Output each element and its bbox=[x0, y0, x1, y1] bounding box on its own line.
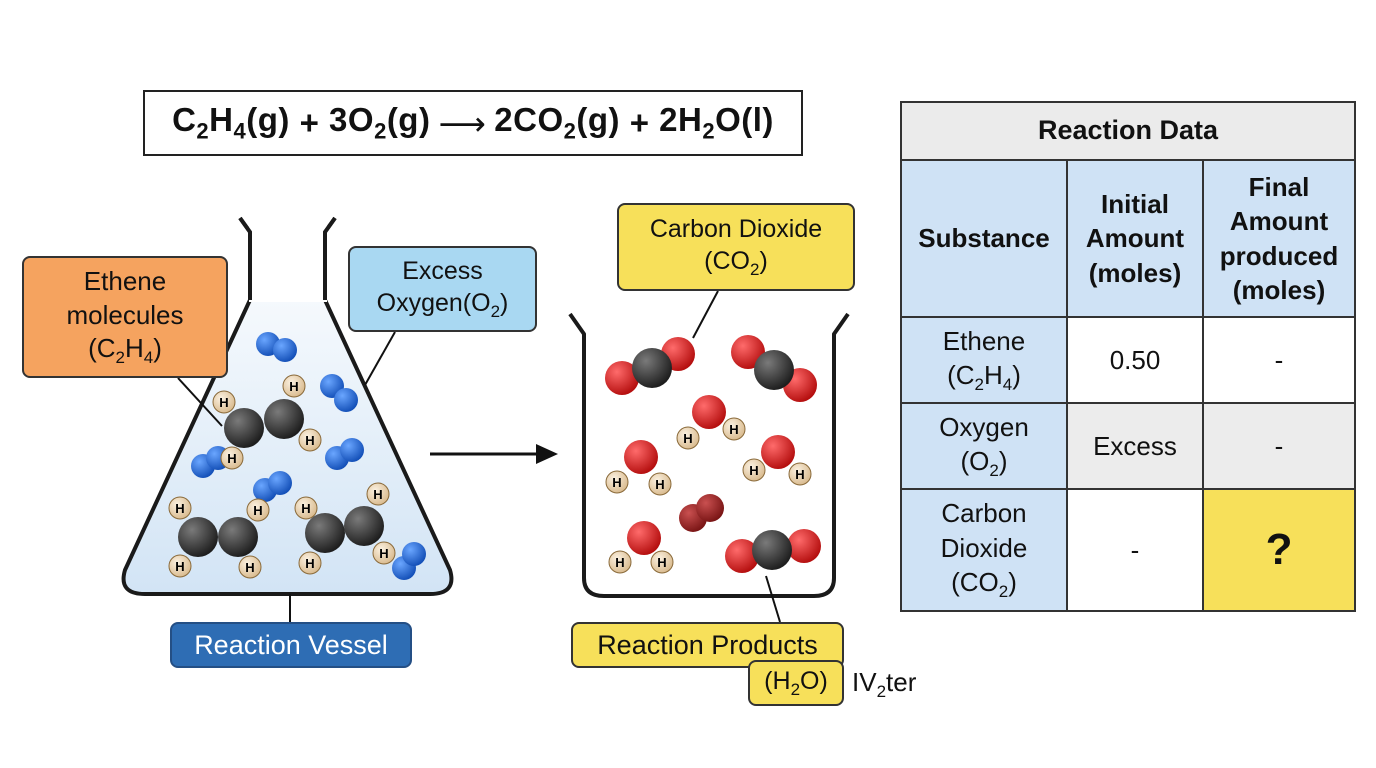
equation-plus: + bbox=[299, 104, 320, 141]
stray-text: IV2ter bbox=[852, 667, 917, 702]
water-label: (H2O) bbox=[748, 660, 844, 706]
svg-text:H: H bbox=[175, 559, 184, 574]
svg-text:H: H bbox=[245, 560, 254, 575]
equation-ethene: C2H4(g) bbox=[172, 101, 290, 144]
svg-text:H: H bbox=[253, 503, 262, 518]
svg-text:H: H bbox=[219, 395, 228, 410]
o2-molecule bbox=[392, 542, 426, 580]
svg-text:H: H bbox=[795, 467, 804, 482]
svg-text:H: H bbox=[615, 555, 624, 570]
o2-molecule bbox=[325, 438, 364, 470]
ethene-molecule: H H H H bbox=[212, 374, 322, 470]
equation-plus: + bbox=[629, 104, 650, 141]
oxygen-leader-line bbox=[364, 331, 396, 386]
equation-co2: 2CO2(g) bbox=[494, 101, 621, 144]
reaction-arrow-head-icon bbox=[536, 444, 558, 464]
svg-text:H: H bbox=[612, 475, 621, 490]
co2-molecule bbox=[725, 529, 821, 573]
co2-leader-line bbox=[692, 290, 719, 339]
water-molecule: H H bbox=[605, 440, 672, 496]
reaction-vessel-label: Reaction Vessel bbox=[170, 622, 412, 668]
svg-text:H: H bbox=[379, 546, 388, 561]
flask-neck-mask bbox=[249, 212, 327, 302]
svg-text:H: H bbox=[373, 487, 382, 502]
svg-text:H: H bbox=[657, 555, 666, 570]
table-row-oxygen: Oxygen (O2) Excess - bbox=[900, 402, 1357, 490]
svg-text:H: H bbox=[729, 422, 738, 437]
carbon-dioxide-label: Carbon Dioxide (CO2) bbox=[617, 203, 855, 291]
water-molecule: H H bbox=[676, 395, 746, 450]
water-molecule: H H bbox=[608, 521, 674, 574]
balanced-equation: C2H4(g) + 3O2(g) ⟶ 2CO2(g) + 2H2O(l) bbox=[143, 90, 803, 156]
cell-co2-final-unknown: ? bbox=[1201, 488, 1357, 612]
water-molecule: H H bbox=[742, 435, 812, 486]
equation-oxygen: 3O2(g) bbox=[329, 101, 431, 144]
svg-text:H: H bbox=[749, 463, 758, 478]
o2-molecule-dark bbox=[679, 494, 724, 532]
svg-text:H: H bbox=[305, 433, 314, 448]
svg-text:H: H bbox=[175, 501, 184, 516]
co2-molecule bbox=[605, 337, 695, 395]
row-label-oxygen: Oxygen (O2) bbox=[900, 402, 1068, 490]
o2-molecule bbox=[256, 332, 297, 362]
row-label-ethene: Ethene (C2H4) bbox=[900, 316, 1068, 404]
o2-molecule bbox=[253, 471, 292, 502]
flask-neck-left bbox=[238, 216, 252, 300]
svg-text:H: H bbox=[289, 379, 298, 394]
ethene-molecule: H H H H bbox=[168, 496, 270, 579]
svg-text:H: H bbox=[655, 477, 664, 492]
table-row-carbon-dioxide: Carbon Dioxide (CO2) - ? bbox=[900, 488, 1357, 612]
row-label-carbon-dioxide: Carbon Dioxide (CO2) bbox=[900, 488, 1068, 612]
ethene-leader-line bbox=[177, 377, 223, 427]
cell-ethene-final: - bbox=[1201, 316, 1357, 404]
excess-oxygen-label: Excess Oxygen(O2) bbox=[348, 246, 537, 332]
table-title: Reaction Data bbox=[899, 101, 1357, 161]
cell-ethene-initial: 0.50 bbox=[1066, 316, 1204, 404]
svg-text:H: H bbox=[683, 431, 692, 446]
cell-oxygen-final: - bbox=[1201, 402, 1357, 490]
ethene-molecule: H H H H bbox=[294, 482, 396, 575]
ethene-molecules-label: Ethene molecules (C2H4) bbox=[22, 256, 228, 378]
svg-text:H: H bbox=[305, 556, 314, 571]
equation-arrow-icon: ⟶ bbox=[438, 104, 487, 142]
header-substance: Substance bbox=[900, 159, 1068, 318]
co2-molecule bbox=[731, 335, 817, 402]
svg-text:H: H bbox=[301, 501, 310, 516]
equation-water: 2H2O(l) bbox=[659, 101, 774, 144]
o2-molecule bbox=[320, 374, 358, 412]
svg-text:H: H bbox=[227, 451, 236, 466]
flask-neck-right bbox=[323, 216, 337, 300]
cell-oxygen-initial: Excess bbox=[1066, 402, 1204, 490]
table-row-ethene: Ethene (C2H4) 0.50 - bbox=[900, 316, 1357, 404]
products-leader-line bbox=[765, 575, 781, 623]
cell-co2-initial: - bbox=[1066, 488, 1204, 612]
